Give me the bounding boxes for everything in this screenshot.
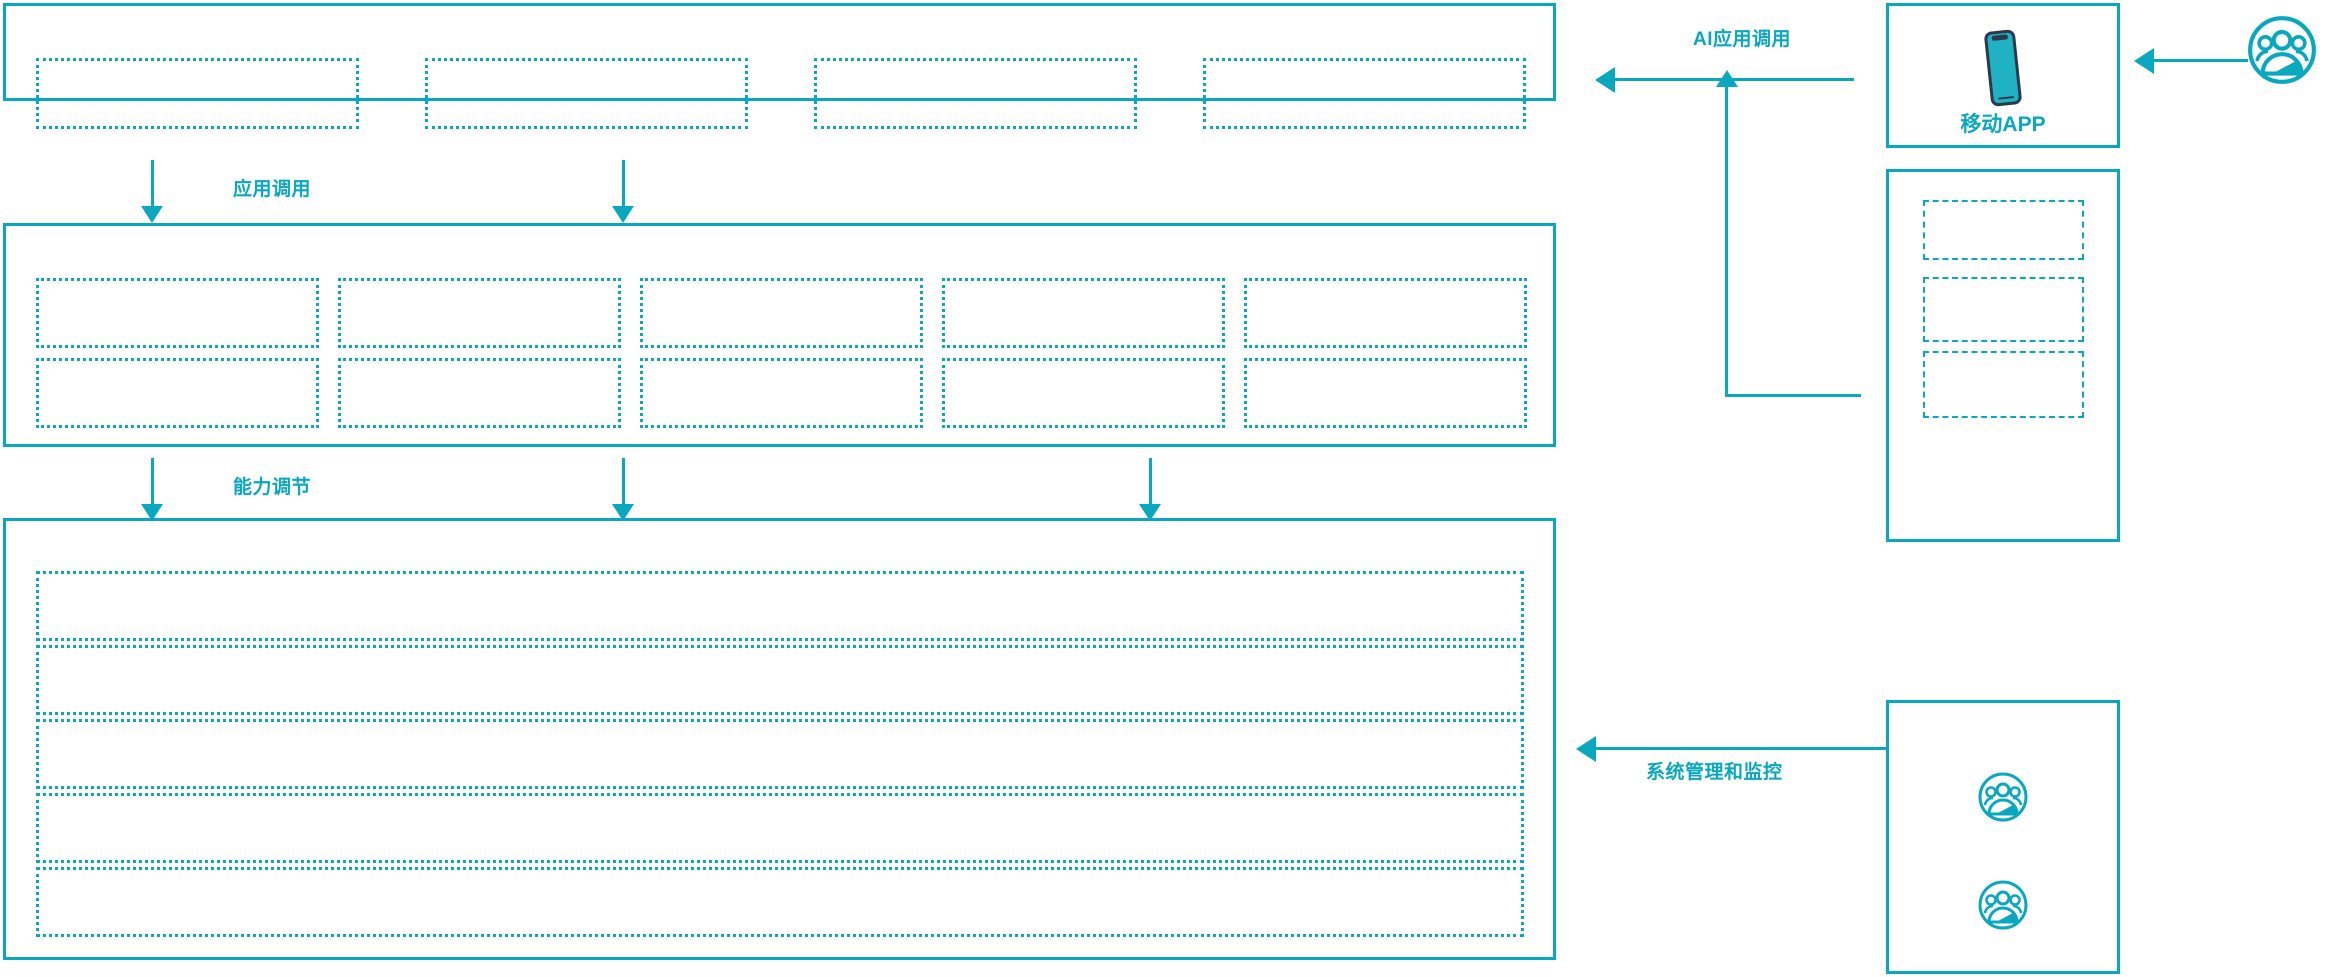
- ai-app-invoke-label: AI应用调用: [1693, 29, 1792, 50]
- ai-app-invoke-riser-arrowhead: [1716, 70, 1738, 87]
- channel-slot-2[interactable]: [1923, 277, 2084, 342]
- system-admin-monitor-arrowhead: [1576, 736, 1596, 762]
- end-user-to-mobile-app-arrowhead: [2134, 48, 2154, 74]
- ai-app-invoke-riser-base-line: [1725, 394, 1861, 397]
- channel-slot-1[interactable]: [1923, 200, 2084, 260]
- capability-adjust-connector-1-arrowhead: [141, 504, 163, 521]
- infrastructure-layer-panel: [3, 518, 1556, 960]
- cap-slot-2[interactable]: [338, 278, 621, 348]
- system-admin-monitor-label: 系统管理和监控: [1646, 762, 1783, 783]
- app-slot-4[interactable]: [1203, 58, 1526, 129]
- app-slot-3[interactable]: [814, 58, 1137, 129]
- capability-layer-panel: [3, 223, 1556, 447]
- app-slot-2[interactable]: [425, 58, 748, 129]
- app-invoke-connector-left-arrowhead: [141, 206, 163, 223]
- infra-row-1[interactable]: [36, 571, 1524, 641]
- ai-app-invoke-arrowhead: [1595, 67, 1615, 93]
- app-invoke-connector-right-line: [622, 160, 625, 213]
- capability-adjust-connector-2-line: [622, 458, 625, 511]
- app-invoke-connector-right-arrowhead: [612, 206, 634, 223]
- capability-adjust-connector-3-arrowhead: [1139, 504, 1161, 521]
- cap-slot-4[interactable]: [942, 278, 1225, 348]
- mobile-app-card-label: 移动APP: [1960, 113, 2046, 136]
- cap-slot-5[interactable]: [1244, 278, 1527, 348]
- operators-card[interactable]: [1886, 700, 2120, 974]
- app-slot-1[interactable]: [36, 58, 359, 129]
- end-user-icon: [2246, 14, 2318, 86]
- operator-icon-2: [1977, 879, 2029, 931]
- operator-icon-1: [1977, 771, 2029, 823]
- cap-slot-6[interactable]: [36, 358, 319, 428]
- infra-row-3[interactable]: [36, 719, 1524, 789]
- channel-slot-3[interactable]: [1923, 351, 2084, 418]
- cap-slot-8[interactable]: [640, 358, 923, 428]
- capability-adjust-connector-3-line: [1149, 458, 1152, 511]
- capability-adjust-connector-1-line: [151, 458, 154, 511]
- app-invoke-label: 应用调用: [233, 179, 312, 200]
- application-layer-panel: [3, 3, 1556, 101]
- cap-slot-3[interactable]: [640, 278, 923, 348]
- cap-slot-9[interactable]: [942, 358, 1225, 428]
- capability-adjust-connector-2-arrowhead: [612, 504, 634, 521]
- cap-slot-10[interactable]: [1244, 358, 1527, 428]
- infra-row-2[interactable]: [36, 645, 1524, 715]
- infra-row-4[interactable]: [36, 793, 1524, 863]
- end-user-to-mobile-app-line: [2152, 59, 2248, 62]
- capability-adjust-label: 能力调节: [233, 477, 312, 498]
- channel-card[interactable]: [1886, 169, 2120, 542]
- cap-slot-1[interactable]: [36, 278, 319, 348]
- ai-app-invoke-riser-line: [1725, 85, 1728, 397]
- infra-row-5[interactable]: [36, 867, 1524, 937]
- system-admin-monitor-line: [1596, 747, 1886, 750]
- mobile-phone-icon: [1974, 28, 2032, 108]
- cap-slot-7[interactable]: [338, 358, 621, 428]
- app-invoke-connector-left-line: [151, 160, 154, 213]
